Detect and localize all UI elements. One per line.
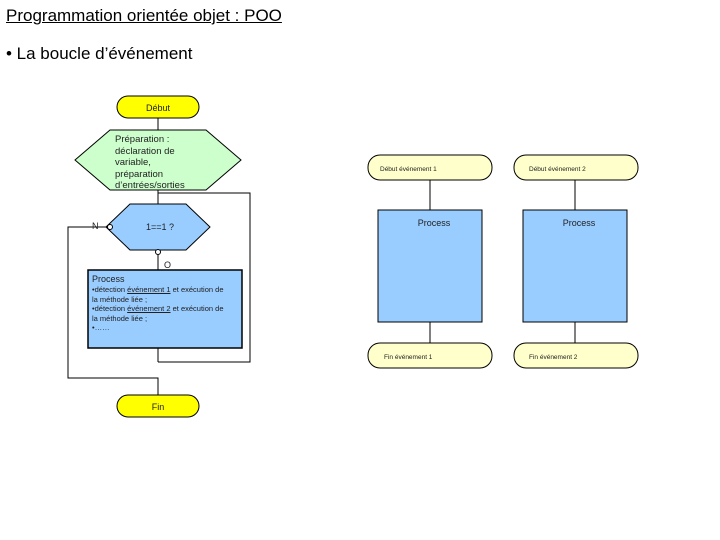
prep-line: Préparation :: [115, 134, 170, 145]
bullet-heading: • La boucle d’événement: [6, 44, 193, 63]
connector-no-end: [67, 226, 159, 395]
process-line: la méthode liée ;: [92, 294, 148, 304]
event2-start: [513, 154, 639, 181]
process-title: Process: [92, 274, 125, 284]
connector-loop-return: [158, 192, 251, 363]
prep-line: déclaration de: [115, 145, 175, 157]
event2-reference: événement 2: [127, 304, 171, 313]
decision-label: 1==1 ?: [146, 222, 174, 232]
preparation-text: Préparation : déclaration de variable, p…: [115, 134, 215, 192]
process-line-text: et exécution de: [170, 285, 224, 294]
process-text: Process •détection événement 1 et exécut…: [92, 274, 242, 333]
prep-line: variable,: [115, 157, 151, 168]
event1-process: [377, 209, 483, 323]
event1-reference: événement 1: [127, 285, 171, 294]
process-box: [87, 269, 243, 349]
prep-line: préparation: [115, 168, 164, 180]
process-line: •détection événement 1 et exécution de: [92, 285, 242, 295]
event1-start: [367, 154, 493, 181]
start-label: Début: [146, 103, 171, 113]
preparation-shape: [74, 129, 242, 191]
event1-process-label: Process: [418, 218, 451, 228]
no-label: N: [92, 221, 99, 231]
event2-start-label: Début événement 2: [529, 166, 586, 173]
process-line-text: •détection: [92, 304, 128, 313]
process-line-text: et exécution de: [170, 304, 224, 313]
end-label: Fin: [152, 402, 165, 412]
event1-end: [367, 342, 493, 369]
process-line-text: •détection: [92, 285, 128, 294]
process-line: •détection événement 2 et exécution de: [92, 304, 242, 314]
event2-process: [522, 209, 628, 323]
start-terminator: [116, 95, 200, 119]
page-title: Programmation orientée objet : POO: [6, 6, 282, 25]
decision-yes-port: [155, 249, 161, 255]
prep-line: d’entrées/sorties: [115, 180, 185, 191]
process-line: la méthode liée ;: [92, 313, 148, 323]
end-terminator: [116, 394, 200, 418]
event2-process-label: Process: [563, 218, 596, 228]
yes-label: O: [164, 260, 171, 270]
event1-end-label: Fin événement 1: [384, 354, 433, 361]
event2-end: [513, 342, 639, 369]
decision-shape: [105, 203, 211, 251]
event2-end-label: Fin événement 2: [529, 354, 578, 361]
process-line: •……: [92, 323, 110, 332]
decision-no-port: [107, 224, 113, 230]
event1-start-label: Début événement 1: [380, 166, 437, 173]
